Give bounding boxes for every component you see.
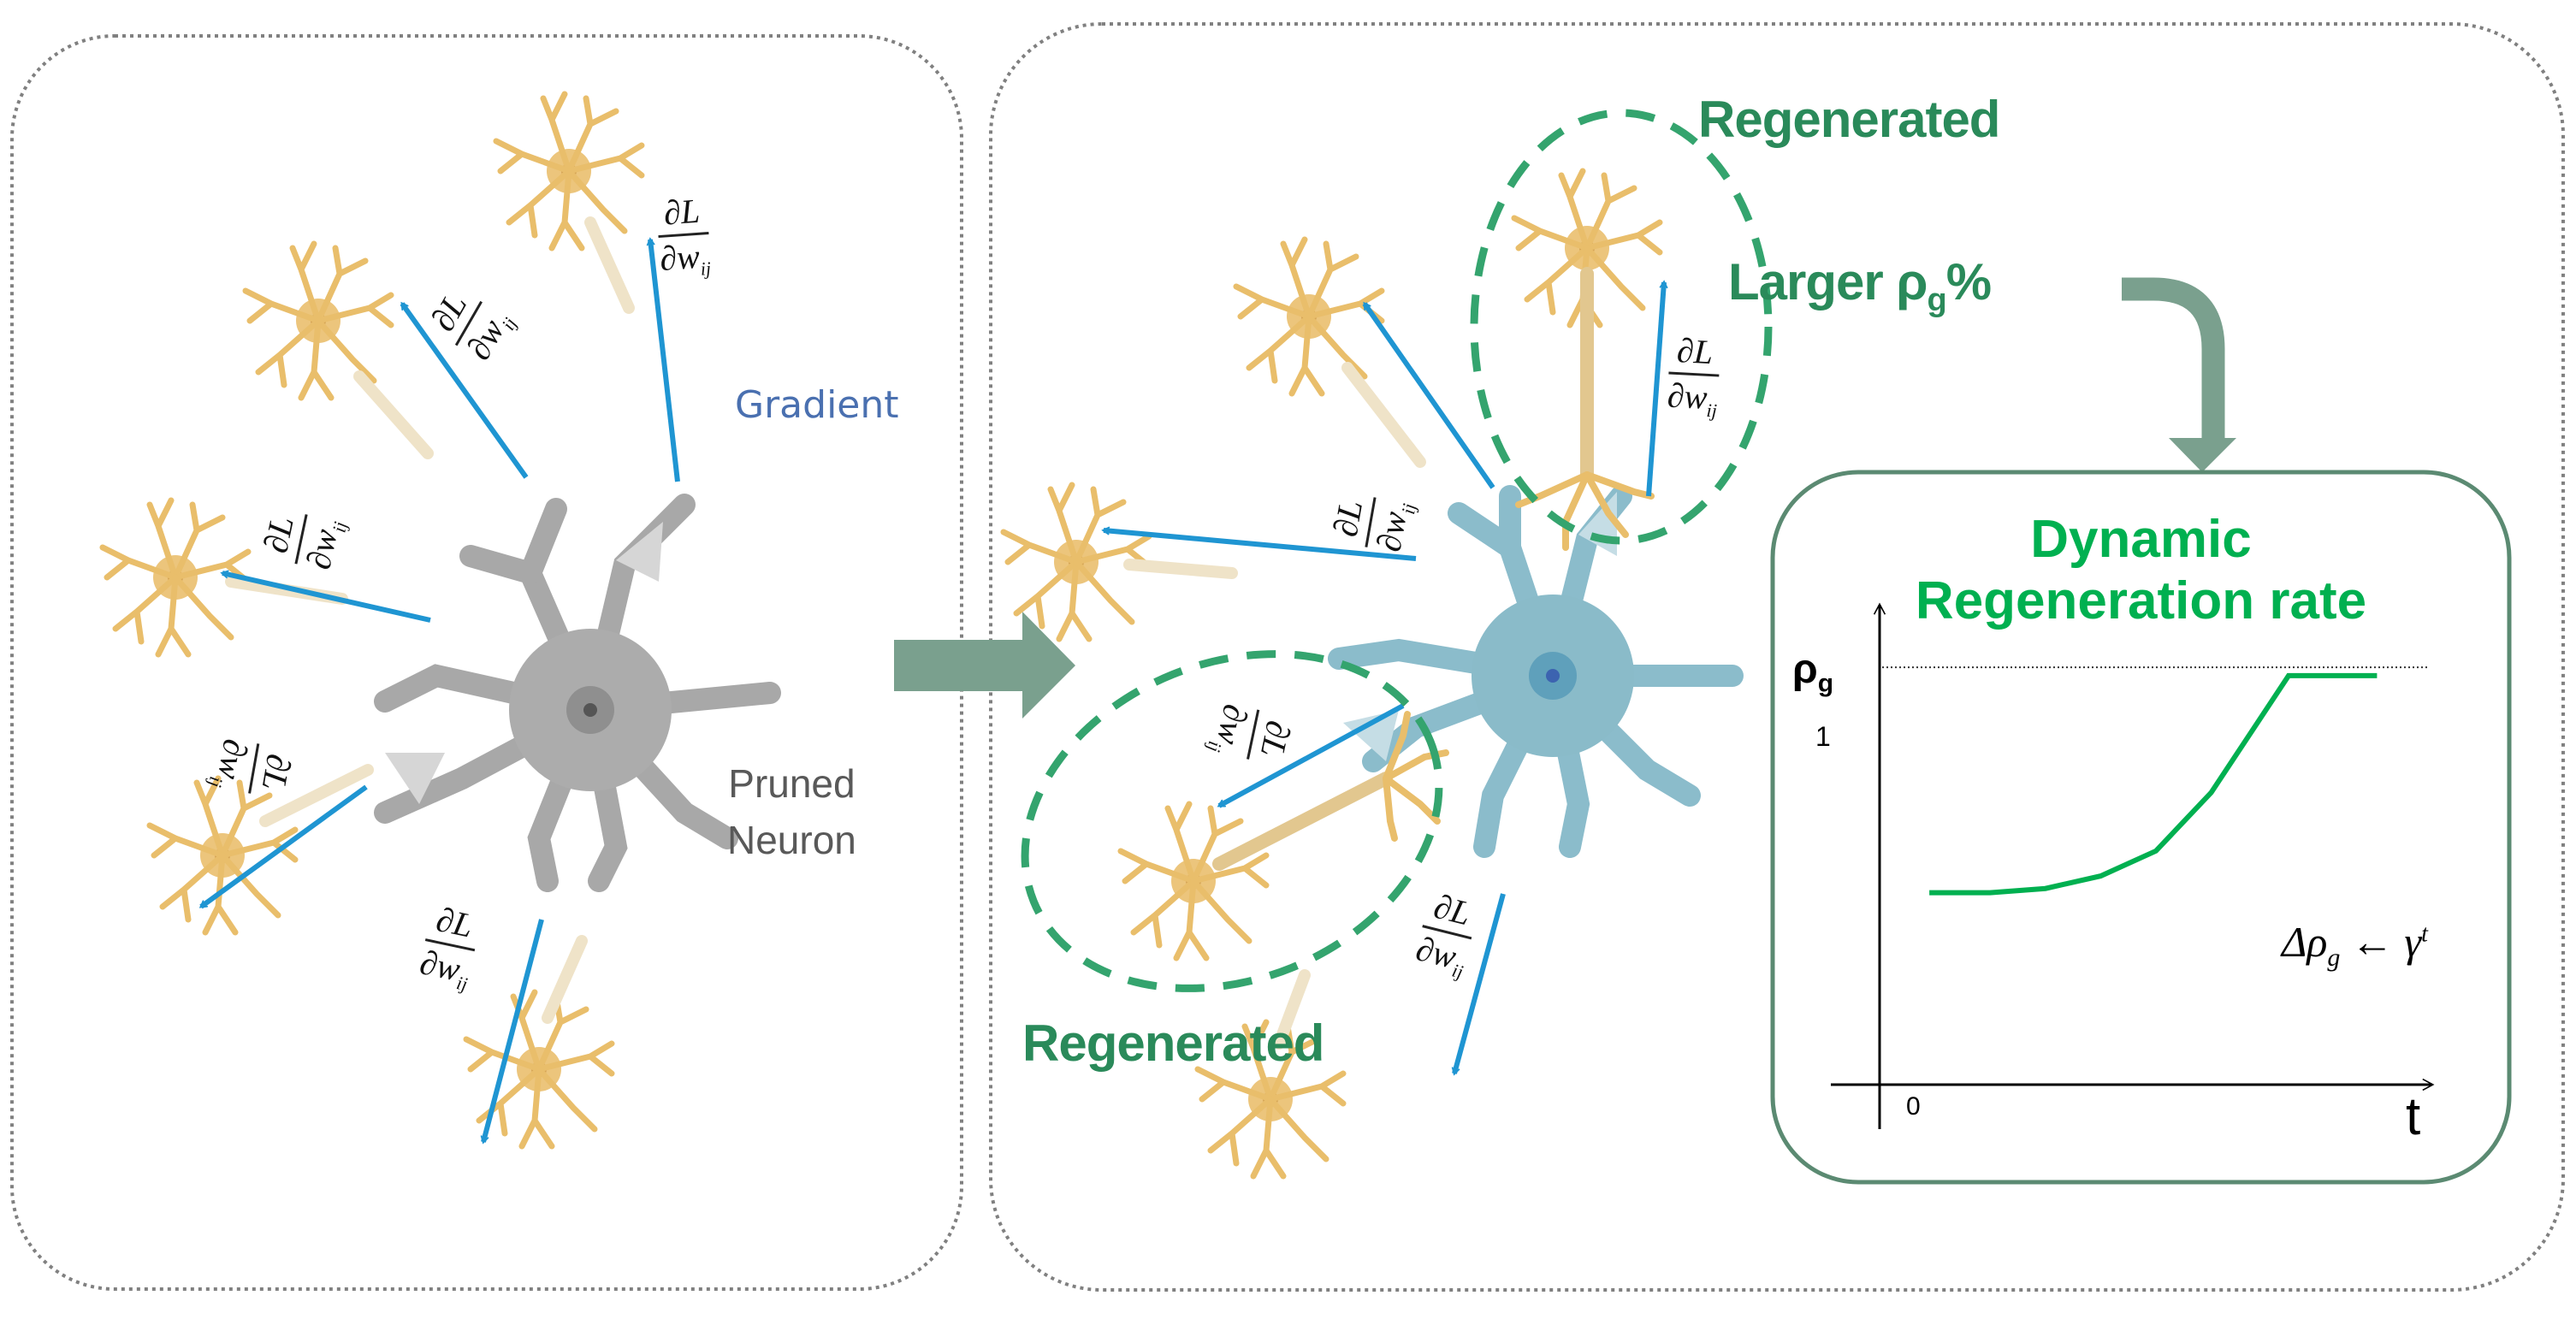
neuron-icon [150,764,374,932]
gradient-arrow-4 [198,784,368,909]
neuron-icon [246,244,434,459]
pruned-label-line2: Neuron [727,818,856,862]
chart-area [1831,602,2435,1129]
larger-rho-label: Larger ρg% [1728,253,1992,318]
x-axis-label: t [2406,1087,2421,1146]
neuron-icon [496,94,642,314]
gradient-arrow-5 [480,919,544,1145]
neuron-icon [1004,485,1238,639]
update-formula: Δρg ← γt [2282,918,2428,972]
gradient-label: Gradient [735,383,899,427]
regenerated-bottom-label: Regenerated [1022,1014,1324,1072]
gradient-arrow-7 [1362,301,1495,489]
pruned-neuron-label: Pruned Neuron [727,755,856,868]
gradient-arrow-10 [1451,893,1506,1076]
flow-arrow-icon [894,612,1075,719]
bend-down-arrow-head [2169,438,2236,472]
rate-curve-points [1929,675,2378,893]
bend-down-arrow-icon [2122,277,2225,440]
neuron-icon [1236,240,1426,468]
regenerated-bottom-neuron-icon [1121,711,1449,958]
regenerated-top-label: Regenerated [1698,91,2000,148]
left-panel-border [10,34,963,1291]
gradient-arrow-8 [1101,526,1417,561]
gradient-fraction: ∂L∂wij [1666,330,1720,422]
dynamic-rate-box [1770,470,2512,1185]
gradient-arrow-6 [1646,280,1668,497]
chart-title: Dynamic Regeneration rate [1773,509,2509,632]
regenerated-bottom-highlight [1021,650,1443,992]
regenerated-top-neuron-icon [1514,171,1660,551]
gradient-fraction: ∂L∂wij [658,191,712,280]
regenerated-neuron-icon [1328,485,1744,858]
gradient-arrow-9 [1217,703,1405,808]
x-origin-label: 0 [1906,1092,1921,1121]
y-tick-label: 1 [1815,721,1831,752]
regenerated-top-highlight [1470,109,1773,545]
neuron-icon [1198,969,1343,1176]
pruned-label-line1: Pruned [728,761,856,806]
gradient-arrow-2 [400,301,529,479]
gradient-arrow-1 [646,237,680,482]
pruned-neuron-icon [374,494,781,892]
chart-title-line2: Regeneration rate [1915,571,2367,630]
y-axis-label: ρg [1792,647,1834,698]
gradient-arrow-3 [220,570,431,623]
chart-title-line1: Dynamic [2030,510,2252,569]
neuron-icon [466,935,612,1146]
